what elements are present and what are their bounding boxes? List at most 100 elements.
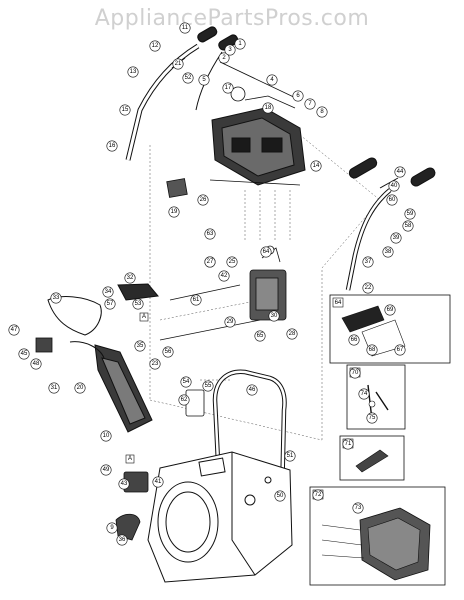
callout-number: 6 [296,93,300,99]
auger-housing [147,451,293,583]
callout-number: 35 [137,343,144,349]
callout-circle [404,208,416,220]
callout-circle [48,382,60,394]
callout-number: 65 [257,333,264,339]
callout-number: 2 [222,55,226,61]
callout-circle [402,220,414,232]
callout-circle [18,348,30,360]
callout-circle [190,294,202,306]
callout-number: 59 [407,211,414,217]
callout-circle [198,74,210,86]
callout-number: 68 [369,347,376,353]
callout-circle [106,522,118,534]
callout-circle [218,270,230,282]
callout-number: 17 [225,85,232,91]
callout-circle [266,74,278,86]
callout-circle [168,206,180,218]
callout-circle [102,286,114,298]
callout-circle [100,464,112,476]
callout-number: 13 [130,69,137,75]
callout-circle [382,246,394,258]
callout-number: 18 [265,105,272,111]
callout-number: 33 [53,295,60,301]
callout-number: 54 [183,379,190,385]
callout-number: 67 [397,347,404,353]
callout-circle [394,344,406,356]
callout-number: 64 [263,249,270,255]
watermark-text: AppliancePartsPros.com [94,6,370,31]
callout-circle [100,430,112,442]
callout-circle [204,228,216,240]
callout-number: 56 [165,349,172,355]
inset-label-64: 64 [335,300,342,306]
callout-circle [310,160,322,172]
callout-circle [260,246,272,258]
callout-circle [358,388,370,400]
inset-box-72: 72 [309,486,446,586]
callout-circle [342,438,354,450]
callout-circle [226,256,238,268]
callout-circle [127,66,139,78]
discharge-chute [47,283,159,433]
callout-circle [124,272,136,284]
callout-number: 62 [181,397,188,403]
callout-circle [384,304,396,316]
callout-circle [116,534,128,546]
callout-circle [388,180,400,192]
callout-letter-a: A [128,456,132,462]
dashboard-panel [211,86,306,186]
callout-circle [218,52,230,64]
callout-number: 22 [365,285,372,291]
callout-circle [366,344,378,356]
callout-letter-a: A [142,314,146,320]
callout-number: 42 [221,273,228,279]
callout-number: 5 [202,77,206,83]
callout-circle [119,104,131,116]
callout-circle [304,98,316,110]
callout-number: 46 [249,387,256,393]
callout-circle [292,90,304,102]
callout-circle [348,334,360,346]
callout-number: 23 [152,361,159,367]
callout-circle [204,256,216,268]
assembly-dashed-lines [149,134,381,441]
callout-number: 49 [103,467,110,473]
callout-circle [30,358,42,370]
callout-circle [274,490,286,502]
callout-number: 38 [385,249,392,255]
callout-number: 55 [205,383,212,389]
callout-number: 12 [152,43,159,49]
callout-circle [149,358,161,370]
callout-number: 63 [207,231,214,237]
callout-circle [224,44,236,56]
callout-number: 71 [345,441,352,447]
callout-number: 70 [352,370,359,376]
callout-circle [149,40,161,52]
callout-number: 66 [351,337,358,343]
callout-circle [366,412,378,424]
callout-number: 26 [200,197,207,203]
callout-number: 34 [105,289,112,295]
callout-circle [394,166,406,178]
callout-number: 11 [182,25,189,31]
callout-circle [50,292,62,304]
callout-circle [262,102,274,114]
callout-number: 30 [271,313,278,319]
callout-number: 41 [155,479,162,485]
callout-circle [180,376,192,388]
callout-number: 31 [51,385,58,391]
callout-number: 20 [77,385,84,391]
callout-circle [224,316,236,328]
callout-circle [132,298,144,310]
callout-number: 29 [227,319,234,325]
callout-circle [182,72,194,84]
callout-circle [8,324,20,336]
callout-number: 7 [308,101,312,107]
callout-circle [197,194,209,206]
callout-circle [312,489,324,501]
callout-number: 19 [171,209,178,215]
callout-number: 25 [229,259,236,265]
callout-circle [106,140,118,152]
callout-circle [386,194,398,206]
